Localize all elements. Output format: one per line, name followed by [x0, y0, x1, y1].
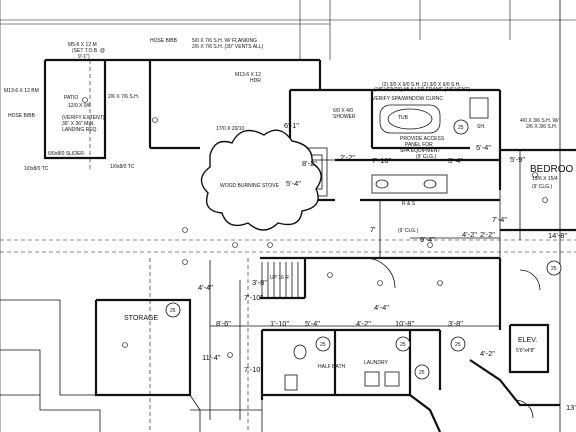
patio-note-1: (VERIFY EXTENT) [62, 115, 105, 121]
dim-16: 3'-8" [448, 319, 463, 328]
dim-19: 3'-8" [252, 278, 267, 287]
dim-9: 7'-4" [492, 215, 507, 224]
beam-note-1c: 9'-1") [78, 54, 90, 60]
window-note-1a: 5/0 X 7/6 S.H. W/ FLANKING [192, 38, 257, 44]
dim-23: 5'-4" [286, 179, 301, 188]
dim-11: 8'-6" [216, 319, 231, 328]
dim-21: 4'-2" [480, 349, 495, 358]
wood-stove-size: 17/0 X 20/10 [216, 126, 245, 132]
dim-8: 14'-8" [548, 231, 567, 240]
access-note-1: PROVIDE ACCESS [400, 136, 445, 142]
dim-13: 5'-4" [305, 319, 320, 328]
tag-7: 25 [419, 370, 425, 376]
patio-size: 12/0 X 9/6 [68, 103, 91, 109]
patio-note-2: 36" X 36" MIN. [62, 121, 95, 127]
wood-stove-cloud [200, 129, 322, 231]
tag-5: 25 [455, 342, 461, 348]
dim-1: 8'-2" [302, 159, 317, 168]
laundry-label: LAUNDRY [364, 360, 388, 366]
dim-28: 13' [566, 403, 576, 412]
stair-up-label: UP 16 R [270, 275, 289, 281]
beam-note-1: M5-6 X 12 M [68, 42, 97, 48]
dim-5: 9'-4" [420, 235, 435, 244]
sh-note: SH. [477, 124, 485, 130]
slider-note: 6/0x8/0 SLIDER [48, 151, 84, 157]
window-note-1b: 2/6 X 7/6 S.H. (30" VENTS ALL) [192, 44, 264, 50]
wood-stove-label: WOOD BURNING STOVE [220, 183, 279, 189]
dim-3: 7'-10" [372, 156, 391, 165]
tag-3: 25 [320, 342, 326, 348]
ras-label: R & S [402, 201, 416, 207]
dim-24: 5'-4" [476, 143, 491, 152]
shower-size: 6/0 X 4/0 [333, 108, 353, 114]
beam-note-3: M13-6 X 12 BM [4, 88, 39, 94]
tag-1: 25 [458, 125, 464, 131]
window-note-2: 2/6 X 7/6 S.H. [108, 94, 139, 100]
dim-2: 2'-2" [340, 153, 355, 162]
access-note-3: SPA EQUIPMENT [400, 148, 440, 154]
window-note-3: (2) 3/0 X 6/0 S.H. (2) 3/0 X 6/0 S.H. [382, 82, 461, 88]
half-bath-label: HALF BATH [318, 364, 346, 370]
storage-label: STORAGE [124, 315, 158, 322]
window-note-3b: (18" VENTS) MULLED FRAME (18" VENT) [374, 87, 470, 93]
dim-6: 4'-2" [462, 230, 477, 239]
dim-26: 4'-4" [198, 283, 213, 292]
hose-bibb-note-left: HOSE BIBB [8, 113, 36, 119]
beam-note-1b: (SET T.O.B. @ [72, 48, 105, 54]
window-note-4b: 2/6 X 3/6 S.H. [526, 124, 557, 130]
dim-12: 1'-10" [270, 319, 289, 328]
access-note-2: PANEL FOR [405, 142, 433, 148]
verify-spa-note: VERIFY SPA/WINDOW CLRNC [372, 96, 443, 102]
dim-27: 5'-9" [510, 155, 525, 164]
dim-17: 7'-10" [244, 365, 263, 374]
dim-4: 3'-4" [448, 156, 463, 165]
elevator-label: ELEV. [518, 337, 537, 344]
dim-20: 7'-10" [244, 293, 263, 302]
dim-14: 4'-2" [356, 319, 371, 328]
bedroom-ceiling: (9' CLG.) [532, 184, 552, 190]
tag-2: 25 [170, 308, 176, 314]
ceiling-note-2: (9' CLG.) [398, 228, 418, 234]
patio-label: PATIO [64, 95, 78, 101]
dim-18: 11'-4" [202, 353, 221, 362]
bedroom-label: BEDROO [530, 164, 574, 175]
window-note-4: 4/0 X 3/6 S.H. W/ [520, 118, 559, 124]
dim-7: 2'-2" [480, 230, 495, 239]
beam-note-2: M13-6 X 12 [235, 72, 261, 78]
tub-label: TUB [398, 115, 409, 121]
shower-label: SHOWER [333, 114, 356, 120]
beam-note-2b: HDR [250, 78, 261, 84]
dim-15: 10'-8" [395, 319, 414, 328]
patio-note-3: LANDING REQ. [62, 127, 98, 133]
dim-10: 4'-4" [374, 303, 389, 312]
hose-bibb-note-top: HOSE BIBB [150, 38, 178, 44]
door-note-2: 1/0x8/0 TC [110, 164, 135, 170]
dim-25: 7' [370, 225, 376, 234]
door-note-1: 1/0x8/0 TC [24, 166, 49, 172]
elevator-size: 5'6"x4'8" [516, 348, 535, 354]
dim-22: 6'-1" [284, 121, 299, 130]
tag-6: 25 [551, 266, 557, 272]
bedroom-size: 13/6 X 15/4 [532, 176, 558, 182]
ceiling-note-1: (9' CLG.) [416, 154, 436, 160]
tag-4: 25 [400, 342, 406, 348]
